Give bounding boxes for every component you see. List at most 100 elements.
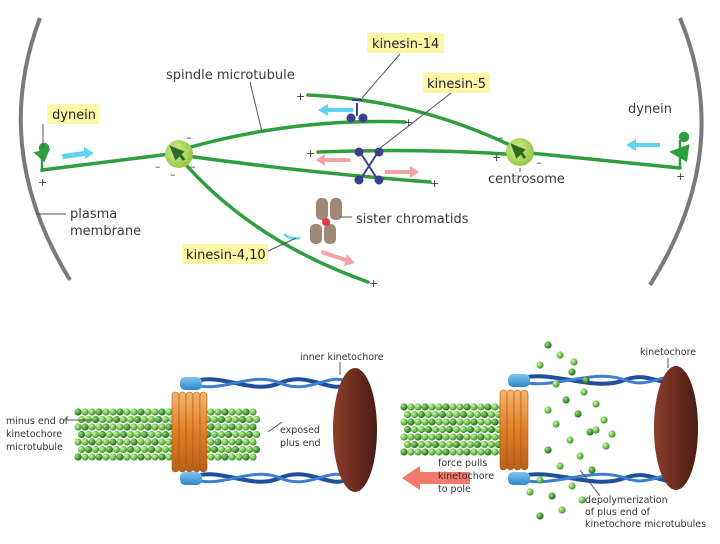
tubulin-subunit: [452, 425, 461, 434]
spindle-microtubule-lower-left: [178, 153, 432, 184]
tubulin-subunit: [119, 445, 128, 454]
tubulin-subunit: [126, 415, 135, 424]
tubulin-subunit: [249, 438, 257, 446]
tubulin-subunit: [556, 351, 564, 359]
label-sister-chromatids: sister chromatids: [356, 212, 469, 227]
tubulin-subunit: [600, 416, 608, 424]
tubulin-subunit: [161, 430, 170, 439]
tubulin-subunit: [77, 445, 86, 454]
microtubule-lattice-left: [74, 408, 261, 461]
label-dynein-right: dynein: [628, 102, 672, 117]
tubulin-subunit: [568, 482, 576, 490]
tubulin-subunit: [249, 423, 257, 431]
tubulin-subunit: [154, 445, 163, 454]
tubulin-subunit: [228, 423, 236, 431]
tubulin-subunit: [400, 433, 408, 441]
arrow-dynein-right: [626, 139, 660, 151]
tubulin-subunit: [536, 361, 544, 369]
label-membrane: membrane: [70, 224, 141, 239]
dynein-right-motor-icon: [669, 131, 690, 168]
label-exposed: exposed: [280, 425, 320, 436]
tubulin-subunit: [116, 423, 124, 431]
tubulin-subunit: [470, 433, 478, 441]
tubulin-subunit: [214, 408, 222, 416]
tubulin-subunit: [217, 445, 226, 454]
tubulin-subunit: [424, 425, 433, 434]
tubulin-subunit: [586, 428, 594, 436]
tubulin-subunit: [105, 430, 114, 439]
tubulin-subunit: [151, 438, 159, 446]
tubulin-subunit: [214, 423, 222, 431]
tubulin-subunit: [459, 440, 468, 449]
tubulin-subunit: [84, 445, 93, 454]
tubulin-subunit: [91, 445, 100, 454]
tubulin-subunit: [566, 436, 574, 444]
tubulin-subunit: [570, 358, 578, 366]
tubulin-subunit: [242, 423, 250, 431]
tubulin-subunit: [442, 403, 450, 411]
tubulin-subunit: [456, 433, 464, 441]
tubulin-subunit: [544, 341, 552, 349]
tubulin-subunit: [207, 408, 215, 416]
fibril-upper-b: [189, 377, 351, 389]
tubulin-subunit: [438, 410, 447, 419]
tubulin-subunit: [221, 453, 229, 461]
tubulin-subunit: [151, 408, 159, 416]
fibril-cap: [508, 374, 530, 387]
tubulin-subunit: [144, 408, 152, 416]
tubulin-subunit: [463, 418, 471, 426]
ndc80-ring: [520, 389, 529, 471]
label-leaders: [36, 53, 521, 253]
label-depoly-3: kinetochore microtubules: [585, 519, 706, 530]
motion-arrows: [62, 104, 660, 266]
plus-sign: +: [38, 176, 47, 189]
tubulin-subunit: [421, 433, 429, 441]
tubulin-subunit: [238, 445, 247, 454]
ndc80-ring: [506, 389, 515, 471]
label-minus-end-3: microtubule: [6, 442, 63, 453]
arrow-kinesin-4-10: [321, 250, 355, 266]
tubulin-subunit: [221, 408, 229, 416]
tubulin-subunit: [414, 418, 422, 426]
tubulin-subunit: [470, 418, 478, 426]
tubulin-subunit: [116, 408, 124, 416]
tubulin-subunit: [470, 403, 478, 411]
tubulin-subunit: [403, 425, 412, 434]
tubulin-subunit: [417, 425, 426, 434]
tubulin-subunit: [228, 453, 236, 461]
tubulin-subunit: [74, 438, 82, 446]
dynein-left-motor-icon: [33, 142, 51, 172]
label-depoly-2: of plus end of: [585, 507, 651, 518]
tubulin-subunit: [91, 430, 100, 439]
tubulin-subunit: [98, 415, 107, 424]
tubulin-subunit: [214, 438, 222, 446]
tubulin-subunit: [158, 408, 166, 416]
label-force-3: to pole: [438, 484, 471, 495]
tubulin-subunit: [407, 433, 415, 441]
tubulin-subunit: [221, 438, 229, 446]
kinesin-14-motor-icon: [346, 99, 368, 123]
tubulin-subunit: [463, 403, 471, 411]
tubulin-subunit: [574, 410, 582, 418]
tubulin-subunit: [582, 376, 590, 384]
tubulin-subunit: [445, 410, 454, 419]
tubulin-subunit: [207, 438, 215, 446]
tubulin-subunit: [95, 438, 103, 446]
tubulin-subunit: [456, 448, 464, 456]
tubulin-subunit: [562, 396, 570, 404]
tubulin-subunit: [410, 410, 419, 419]
label-leaders: [64, 362, 341, 433]
tubulin-subunit: [88, 408, 96, 416]
tubulin-subunit: [477, 433, 485, 441]
tubulin-subunit: [449, 418, 457, 426]
spindle-microtubule-upper-right: [306, 93, 522, 152]
tubulin-subunit: [449, 433, 457, 441]
plasma-membrane-right: [648, 17, 704, 287]
label-inner-kinetochore: inner kinetochore: [300, 352, 384, 363]
tubulin-subunit: [480, 425, 489, 434]
tubulin-subunit: [435, 433, 443, 441]
tubulin-subunit: [130, 408, 138, 416]
tubulin-subunit: [435, 418, 443, 426]
ndc80-ring: [199, 391, 208, 473]
tubulin-subunit: [473, 410, 482, 419]
